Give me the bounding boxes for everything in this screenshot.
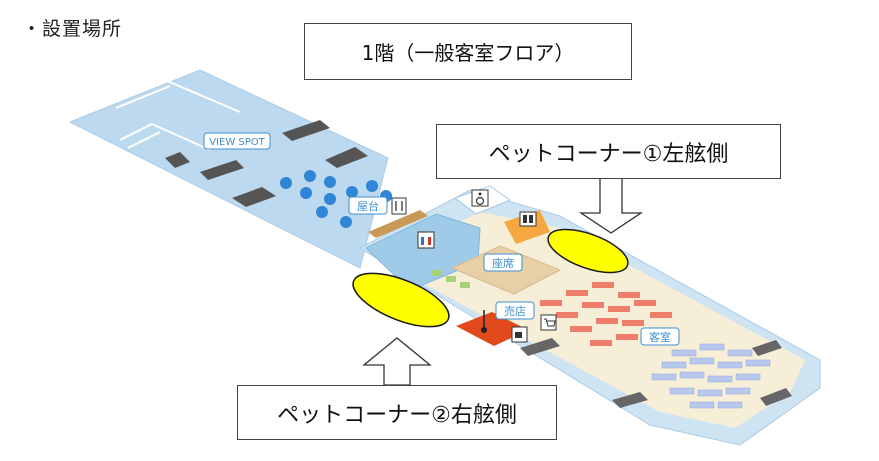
shop-counter <box>456 312 528 346</box>
wheelchair-icon <box>471 189 489 207</box>
label-seating: 座席 <box>483 253 523 272</box>
green-seats <box>432 270 470 288</box>
floor-title: 1階（一般客室フロア） <box>361 41 575 65</box>
arrow-down <box>578 177 644 234</box>
cabin-stairs <box>520 338 792 408</box>
label-view-spot: VIEW SPOT <box>203 132 271 150</box>
arrow-up <box>362 337 432 386</box>
shop-pin-dot <box>481 327 487 333</box>
pet-corner-2-marker <box>352 272 450 328</box>
elevator-icon <box>519 211 537 227</box>
floor-title-box: 1階（一般客室フロア） <box>304 23 632 80</box>
label-food-stall: 屋台 <box>348 196 388 215</box>
food-stall-counter <box>368 210 428 238</box>
orange-booth <box>504 210 550 244</box>
pet-corner-1-callout: ペットコーナー①左舷側 <box>436 124 781 179</box>
deck-tables <box>280 170 392 228</box>
utensils-icon <box>391 197 407 215</box>
deck-stairs <box>165 120 368 207</box>
pet-corner-1-label: ペットコーナー①左舷側 <box>488 141 729 167</box>
restroom-icon <box>417 231 435 249</box>
pet-corner-2-label: ペットコーナー②右舷側 <box>277 402 517 428</box>
svg-text:VIEW SPOT: VIEW SPOT <box>209 137 265 148</box>
section-heading: ・設置場所 <box>22 18 123 40</box>
pet-corner-2-callout: ペットコーナー②右舷側 <box>237 385 557 440</box>
label-cabin: 客室 <box>640 327 680 346</box>
red-seat-rows <box>540 282 672 346</box>
coffee-icon <box>511 326 528 343</box>
svg-text:売店: 売店 <box>504 304 526 318</box>
blue-seat-rows <box>651 343 771 409</box>
deck-railings <box>109 76 241 151</box>
svg-text:屋台: 屋台 <box>357 199 379 213</box>
svg-text:客室: 客室 <box>649 330 671 344</box>
label-shop: 売店 <box>495 301 535 320</box>
svg-text:座席: 座席 <box>492 256 514 270</box>
pet-corner-1-marker <box>547 228 629 274</box>
cart-icon <box>540 314 557 331</box>
